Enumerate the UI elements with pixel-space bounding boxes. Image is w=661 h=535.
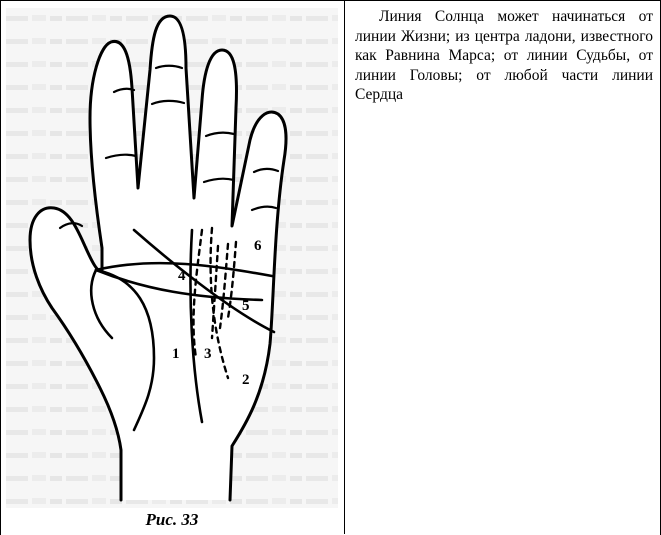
label-4: 4 <box>178 268 186 284</box>
label-3: 3 <box>204 346 212 362</box>
description-paragraph: Линия Солнца может начинаться от линии Ж… <box>355 7 653 105</box>
label-6: 6 <box>254 238 262 254</box>
label-5: 5 <box>242 298 250 314</box>
label-1: 1 <box>172 346 180 362</box>
palm-illustration: 1 2 3 4 5 6 <box>6 8 338 508</box>
column-divider <box>344 0 345 534</box>
label-2: 2 <box>242 372 250 388</box>
figure-caption: Рис. 33 <box>6 510 338 530</box>
